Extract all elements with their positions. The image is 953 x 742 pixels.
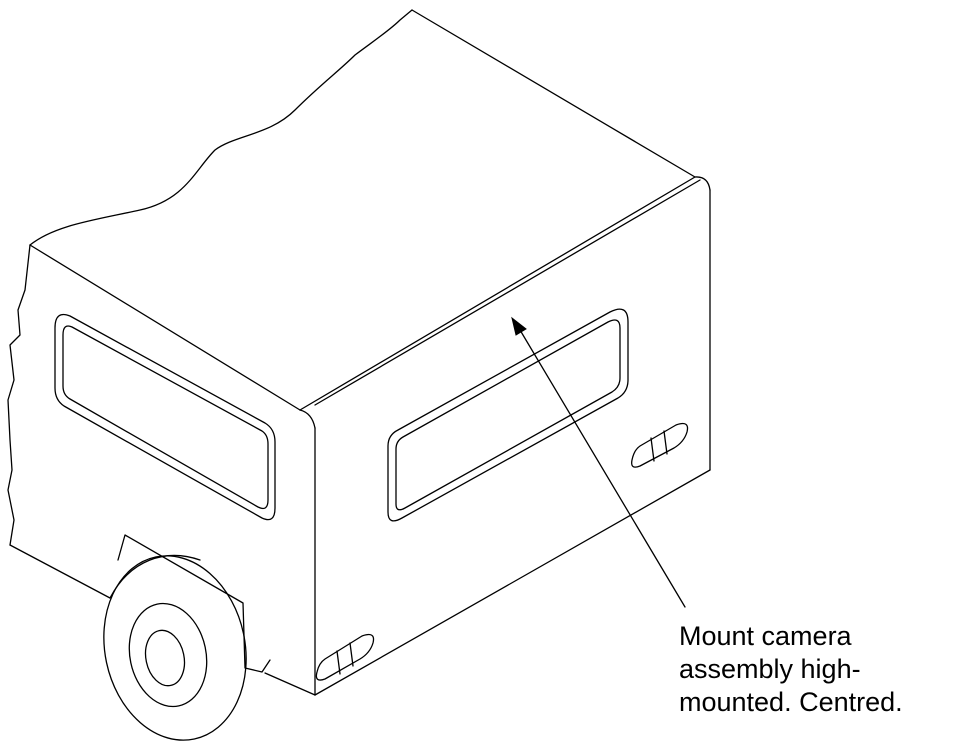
tail-light-left-divider-2	[349, 642, 354, 667]
arrowhead	[511, 316, 527, 336]
wheel-well	[117, 534, 271, 673]
callout-arrow	[511, 316, 686, 608]
mounting-note-line-1: Mount camera	[679, 621, 852, 651]
hub-inner	[144, 629, 186, 687]
side-window-frame	[54, 313, 276, 521]
hub-outer	[128, 602, 208, 708]
rear-left-top-corner	[299, 409, 316, 429]
side-bottom-edge-right	[264, 672, 316, 696]
roof-front-edge	[29, 244, 301, 411]
rear-right-top-corner	[694, 176, 711, 191]
side-window-glass	[62, 325, 269, 510]
roof-rear-bevel	[314, 179, 701, 406]
tail-light-right-body	[631, 422, 689, 468]
side-broken-edge	[7, 244, 31, 546]
rear-window-frame	[387, 308, 629, 522]
tail-light-right	[631, 422, 689, 468]
side-window	[54, 313, 276, 521]
rear-window	[387, 308, 629, 522]
tail-light-left-divider-1	[336, 650, 341, 675]
tire-outer	[103, 555, 247, 741]
tail-light-left-body	[315, 633, 375, 681]
rear-bottom-edge	[314, 469, 711, 696]
torn-edge-outline	[29, 9, 413, 246]
tail-light-right-divider-1	[650, 437, 655, 462]
tail-light-left	[315, 633, 375, 681]
callout-leader-line	[519, 329, 686, 608]
mounting-note-line-2: assembly high-	[679, 654, 861, 684]
mounting-note: Mount camera assembly high- mounted. Cen…	[679, 620, 949, 719]
rear-window-glass	[395, 319, 621, 511]
mounting-note-line-3: mounted. Centred.	[679, 687, 903, 717]
roof-rear-edge	[299, 176, 696, 411]
wheel	[103, 554, 247, 741]
roof-back-edge	[411, 9, 696, 178]
side-bottom-edge-left	[9, 544, 111, 599]
tail-light-right-divider-2	[663, 430, 668, 455]
tire-tread-line	[109, 554, 201, 599]
